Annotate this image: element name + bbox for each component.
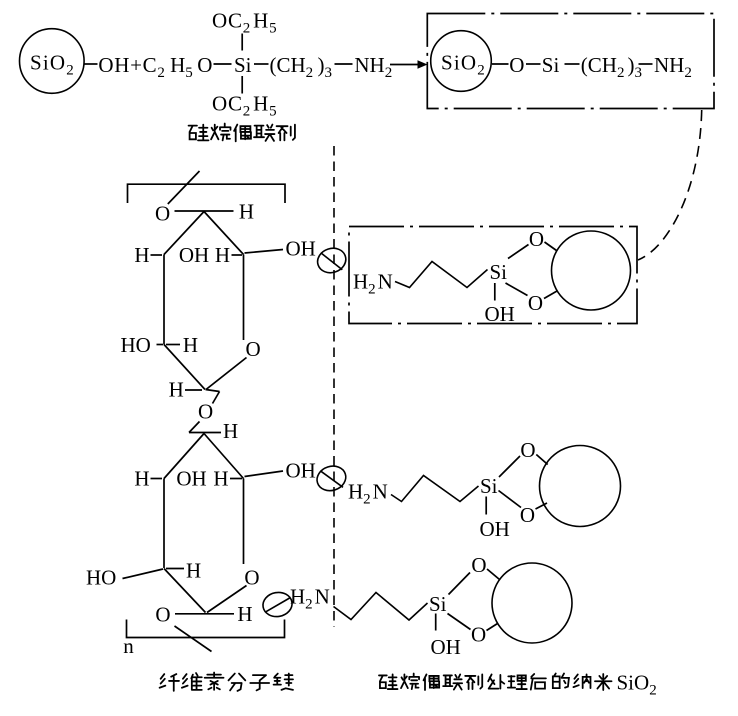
svg-text:OH: OH — [286, 459, 316, 483]
svg-text:H: H — [183, 333, 198, 357]
svg-text:O: O — [246, 337, 261, 361]
svg-text:OC2H5: OC2H5 — [212, 9, 277, 37]
svg-text:O: O — [509, 53, 524, 77]
svg-text:O: O — [198, 399, 213, 423]
svg-text:HO: HO — [121, 333, 151, 357]
svg-text:OH: OH — [176, 466, 206, 490]
svg-text:SiO2: SiO2 — [441, 51, 486, 79]
svg-text:H: H — [186, 559, 201, 583]
svg-text:O: O — [528, 291, 543, 315]
svg-text:n: n — [123, 634, 134, 658]
svg-text:OH: OH — [431, 635, 461, 659]
svg-text:Si: Si — [234, 53, 252, 77]
svg-text:H: H — [237, 602, 252, 626]
svg-text:SiO2: SiO2 — [617, 671, 657, 699]
svg-text:OC2H5: OC2H5 — [212, 92, 277, 120]
svg-text:OH: OH — [286, 237, 316, 261]
svg-text:O: O — [155, 201, 170, 225]
svg-text:H2N: H2N — [353, 270, 393, 298]
svg-text:(CH2: (CH2 — [270, 53, 314, 81]
svg-text:H: H — [134, 466, 149, 490]
svg-text:O: O — [520, 503, 535, 527]
svg-text:H: H — [215, 243, 230, 267]
svg-text:O: O — [471, 622, 486, 646]
svg-text:OH: OH — [480, 517, 510, 541]
svg-text:Si: Si — [490, 260, 508, 284]
svg-text:H5: H5 — [170, 53, 193, 81]
svg-text:Si: Si — [542, 53, 560, 77]
svg-text:OH: OH — [485, 302, 515, 326]
svg-text:SiO2: SiO2 — [30, 51, 75, 79]
svg-text:)3: )3 — [318, 53, 333, 81]
svg-text:)3: )3 — [628, 53, 643, 81]
svg-text:O: O — [155, 602, 170, 626]
svg-text:H2N: H2N — [290, 585, 330, 613]
svg-text:O: O — [529, 227, 544, 251]
svg-text:OH: OH — [179, 243, 209, 267]
svg-text:NH2: NH2 — [354, 53, 392, 81]
svg-text:(CH2: (CH2 — [581, 53, 625, 81]
svg-text:H: H — [134, 243, 149, 267]
svg-text:H: H — [169, 377, 184, 401]
svg-text:H2N: H2N — [348, 480, 388, 508]
svg-text:H: H — [213, 466, 228, 490]
svg-text:H: H — [223, 419, 238, 443]
svg-text:O: O — [197, 53, 212, 77]
svg-text:HO: HO — [86, 566, 116, 590]
svg-text:NH2: NH2 — [654, 53, 692, 81]
svg-text:O: O — [244, 565, 259, 589]
svg-text:OH+C2: OH+C2 — [98, 53, 165, 81]
svg-text:Si: Si — [429, 592, 447, 616]
svg-text:O: O — [471, 553, 486, 577]
svg-text:H: H — [239, 199, 254, 223]
svg-text:O: O — [520, 438, 535, 462]
svg-text:Si: Si — [480, 474, 498, 498]
